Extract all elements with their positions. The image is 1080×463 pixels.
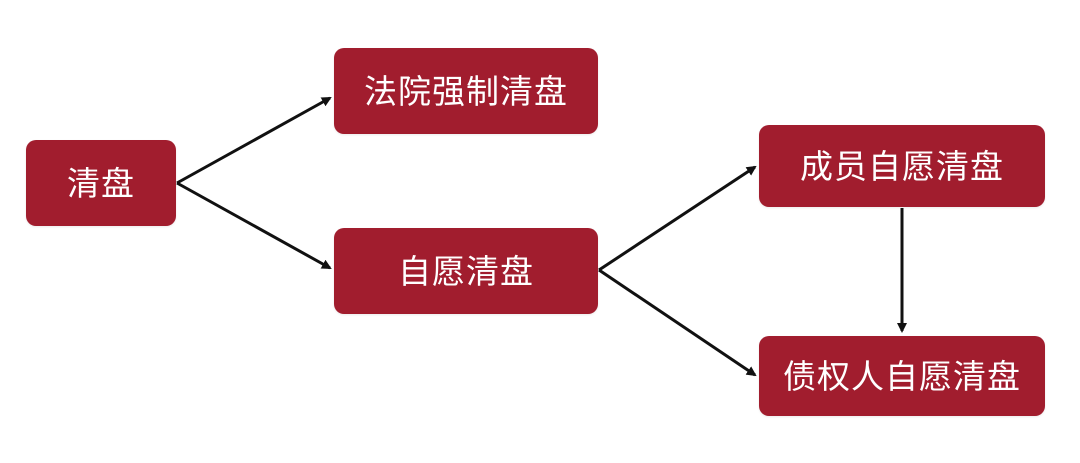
node-members-voluntary-liquidation: 成员自愿清盘 (759, 125, 1045, 207)
node-liquidation: 清盘 (26, 140, 176, 226)
edge-root-to-court (176, 96, 332, 185)
edge-voluntary-to-member (598, 165, 757, 272)
edge-root-to-voluntary (176, 181, 332, 270)
node-court-compulsory-liquidation: 法院强制清盘 (334, 48, 598, 134)
node-voluntary-liquidation: 自愿清盘 (334, 228, 598, 314)
edge-voluntary-to-creditor (598, 268, 757, 377)
node-creditors-voluntary-liquidation: 债权人自愿清盘 (759, 336, 1045, 416)
